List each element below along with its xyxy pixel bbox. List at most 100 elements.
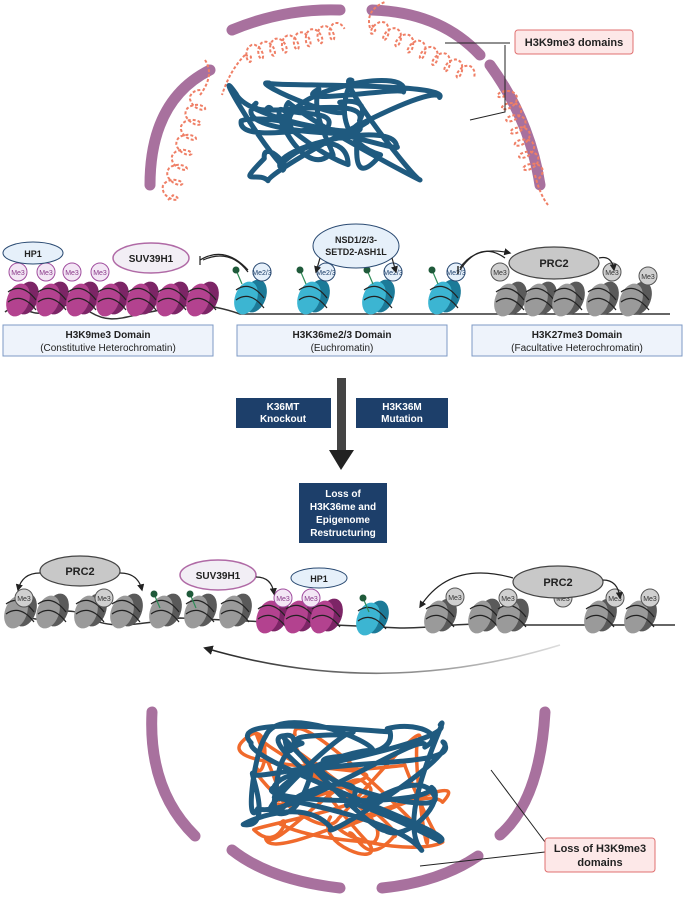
me3-k9-mark-circle: [90, 262, 110, 282]
nsd-label-line2: SETD2-ASH1L: [325, 247, 387, 257]
me3-k27-mark-circle: [94, 588, 114, 608]
nucleosome: [552, 281, 585, 317]
h3k36m-mutation-box: H3K36M Mutation: [356, 398, 448, 428]
me3-k9-mark-circle: [62, 262, 82, 282]
me3-k27-mark-label: Me3: [641, 274, 655, 281]
nucleosome: [424, 598, 457, 634]
me3-k27-mark-circle: [14, 588, 34, 608]
me23-mark-label: Me2/3: [446, 270, 466, 277]
me3-k9-mark-label: Me3: [93, 270, 107, 277]
me3-k27-mark-circle: [498, 588, 518, 608]
loss-line3: Epigenome: [316, 515, 370, 526]
domain-sub-h3k27me3: (Facultative Heterochromatin): [511, 343, 643, 354]
nucleosome: [186, 281, 219, 317]
prc2-right-label: PRC2: [543, 577, 572, 589]
me3-k27-mark-label: Me3: [501, 596, 515, 603]
me3-k27-mark-label: Me3: [17, 596, 31, 603]
domain-title-h3k9me3: H3K9me3 Domain: [65, 330, 150, 341]
me3-k27-mark-label: Me3: [97, 596, 111, 603]
top-callout: H3K9me3 domains: [445, 29, 634, 121]
acetyl-mark-head: [296, 266, 304, 274]
nucleosome: [126, 281, 159, 317]
nsd-label-line1: NSD1/2/3-: [335, 235, 377, 245]
bottom-callout-line2: domains: [577, 857, 622, 869]
nucleosome: [619, 281, 652, 317]
hp1-label-2: HP1: [310, 574, 328, 584]
top-callout-label: H3K9me3 domains: [525, 37, 623, 49]
me3-k27-mark-circle: [445, 587, 465, 607]
nucleosome: [184, 593, 217, 629]
nucleosome: [6, 281, 39, 317]
nsd-setd2-ash1l-enzyme: NSD1/2/3- SETD2-ASH1L: [312, 223, 400, 274]
nucleosome: [428, 279, 461, 315]
hp1-protein: HP1: [2, 241, 64, 265]
prc2-right-enzyme: PRC2: [419, 565, 623, 609]
me3-k9-mark-label: Me3: [11, 270, 25, 277]
me3-k27-mark-label: Me3: [643, 596, 657, 603]
domain-label-h3k9me3: H3K9me3 Domain (Constitutive Heterochrom…: [2, 324, 214, 357]
acetyl-mark-head: [359, 594, 367, 602]
hp1-protein-2: HP1: [290, 567, 348, 589]
chromatin-blue-bottom: [240, 720, 449, 853]
me23-mark-circle: [252, 262, 272, 282]
spreading-arrow: [203, 644, 561, 675]
bottom-callout-line1: Loss of H3K9me3: [554, 843, 646, 855]
nucleosome: [36, 593, 69, 629]
nucleosome: [36, 281, 69, 317]
acetyl-mark-head: [150, 590, 158, 598]
domain-label-h3k27me3: H3K27me3 Domain (Facultative Heterochrom…: [471, 324, 683, 357]
nucleosome: [494, 281, 527, 317]
me23-mark-label: Me2/3: [252, 270, 272, 277]
hp1-label: HP1: [24, 249, 42, 259]
k36mt-knockout-box: K36MT Knockout: [236, 398, 331, 428]
me3-k27-mark-label: Me3: [608, 596, 622, 603]
me3-k27-mark-label: Me3: [605, 270, 619, 277]
down-arrow: [329, 378, 354, 470]
me3-k27-mark-label: Me3: [493, 270, 507, 277]
acetyl-mark-head: [232, 266, 240, 274]
me23-mark-label: Me2/3: [316, 270, 336, 277]
nucleosome: [362, 279, 395, 315]
k36mt-line2: Knockout: [260, 414, 307, 425]
loss-line1: Loss of: [325, 489, 361, 500]
nucleosome: [66, 281, 99, 317]
h3k36m-line2: Mutation: [381, 414, 423, 425]
prc2-enzyme: PRC2: [457, 246, 617, 280]
me3-k9-mark-circle: [273, 588, 293, 608]
middle-section: K36MT Knockout H3K36M Mutation Loss of H…: [236, 378, 448, 543]
prc2-label: PRC2: [539, 258, 568, 270]
nucleosome: [584, 598, 617, 634]
h3k9me3-coil: [161, 1, 549, 206]
nucleosome: [586, 281, 619, 317]
domain-label-h3k36me23: H3K36me2/3 Domain (Euchromatin): [236, 324, 448, 357]
loss-line2: H3K36me and: [310, 502, 376, 513]
k36mt-line1: K36MT: [267, 402, 300, 413]
nucleosome: [234, 279, 267, 315]
loss-line4: Restructuring: [310, 528, 376, 539]
bottom-nucleus: Loss of H3K9me3 domains: [146, 706, 656, 894]
domain-title-h3k27me3: H3K27me3 Domain: [532, 330, 623, 341]
me3-k27-mark-circle: [638, 266, 658, 286]
nucleosome: [356, 600, 389, 636]
bottom-callout: Loss of H3K9me3 domains: [419, 769, 656, 873]
suv39h1-enzyme: SUV39H1: [112, 242, 249, 274]
domain-title-h3k36me23: H3K36me2/3 Domain: [293, 330, 392, 341]
acetyl-mark-head: [363, 266, 371, 274]
me23-mark-label: Me2/3: [383, 270, 403, 277]
acetyl-mark-head: [186, 590, 194, 598]
nucleosome: [110, 593, 143, 629]
chromatin-blue-top: [226, 77, 443, 184]
suv39h1-label-2: SUV39H1: [196, 571, 241, 582]
suv39h1-enzyme-2: SUV39H1: [179, 559, 277, 596]
prc2-left-label: PRC2: [65, 566, 94, 578]
nucleosome: [468, 598, 501, 634]
me3-k9-mark-label: Me3: [276, 596, 290, 603]
me3-k9-mark-circle: [301, 588, 321, 608]
domain-sub-h3k36me23: (Euchromatin): [311, 343, 374, 354]
nucleosome: [96, 281, 129, 317]
nucleosome: [219, 593, 252, 629]
